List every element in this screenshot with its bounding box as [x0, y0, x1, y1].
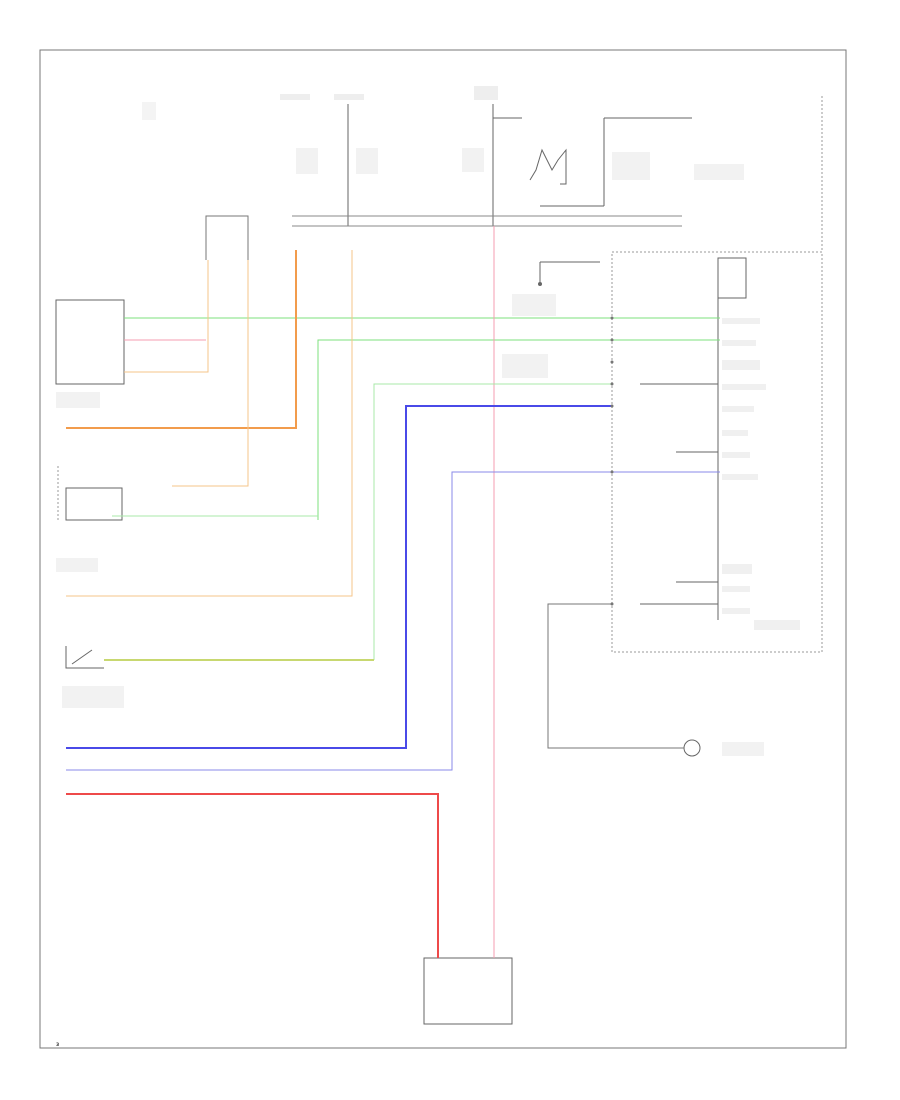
unit-connector-dot-4: [610, 382, 614, 386]
fuse-area: [142, 86, 744, 227]
cluster-label: [56, 558, 98, 572]
ground-tap-node: [538, 282, 542, 286]
pin-label-4: [722, 384, 766, 390]
wire-blue-7: [66, 405, 612, 749]
pin-label-3: [722, 360, 760, 370]
wire-yellow-3: [124, 260, 209, 373]
unit-connector-dot-6: [610, 470, 614, 474]
page-tag: 3: [56, 1042, 59, 1048]
wire-green-6: [373, 383, 612, 660]
hot-in-on-label-block-2: [334, 94, 364, 100]
left-components: [55, 299, 764, 1025]
wire-red-14: [66, 793, 439, 958]
unit-connector-dot-3: [610, 360, 614, 364]
relay-switch: [529, 148, 567, 185]
sensor-label-block: [502, 354, 548, 378]
unit-name-block: [754, 620, 800, 630]
unit-connector-dot-5: [610, 404, 614, 408]
wire-green-4: [317, 339, 720, 520]
pin-label-11: [722, 608, 750, 614]
fuse-label-block-3: [462, 148, 484, 172]
control-unit: [502, 96, 823, 653]
pin-label-2: [722, 340, 756, 346]
pin-label-1: [722, 318, 760, 324]
wire-layer: [66, 215, 720, 958]
unit-connector-dot-1: [610, 316, 614, 320]
right-ground-symbol: [683, 739, 701, 757]
wire-gray-15: [547, 603, 684, 749]
hot-in-on-label-block-1: [280, 94, 310, 100]
bottom-connector: [423, 957, 513, 1025]
pressure-switch: [65, 646, 104, 669]
pressure-switch-label: [62, 686, 124, 708]
sensor-box-top-left: [55, 299, 125, 385]
control-unit-box: [611, 251, 823, 653]
right-ground-label: [722, 742, 764, 756]
fuse-box-label-block: [142, 102, 156, 120]
unit-module: [717, 257, 747, 299]
wire-yellow-11: [172, 250, 249, 487]
wire-lightorange-10: [66, 250, 353, 597]
pin-label-9: [722, 564, 752, 574]
fuse-label-block-1: [296, 148, 318, 174]
shield-label-block: [512, 294, 556, 316]
connector-label-block: [694, 164, 744, 180]
wire-lightblue-8: [66, 471, 720, 771]
relay-label-block: [612, 152, 650, 180]
unit-pin-labels: [722, 318, 800, 630]
unit-connector-dot-7: [610, 602, 614, 606]
pin-label-8: [722, 474, 758, 480]
hot-at-all-times-label-block: [474, 86, 498, 100]
pin-label-6: [722, 430, 748, 436]
pin-label-5: [722, 406, 754, 412]
wire-orange-9: [66, 250, 297, 429]
pin-label-7: [722, 452, 750, 458]
sensor-box-label: [56, 392, 100, 408]
diagram-frame: [39, 49, 847, 1049]
cluster-box: [65, 487, 123, 521]
pin-label-10: [722, 586, 750, 592]
fuse-label-block-2: [356, 148, 378, 174]
wire-gray-16: [205, 215, 249, 260]
unit-connector-dot-2: [610, 338, 614, 342]
